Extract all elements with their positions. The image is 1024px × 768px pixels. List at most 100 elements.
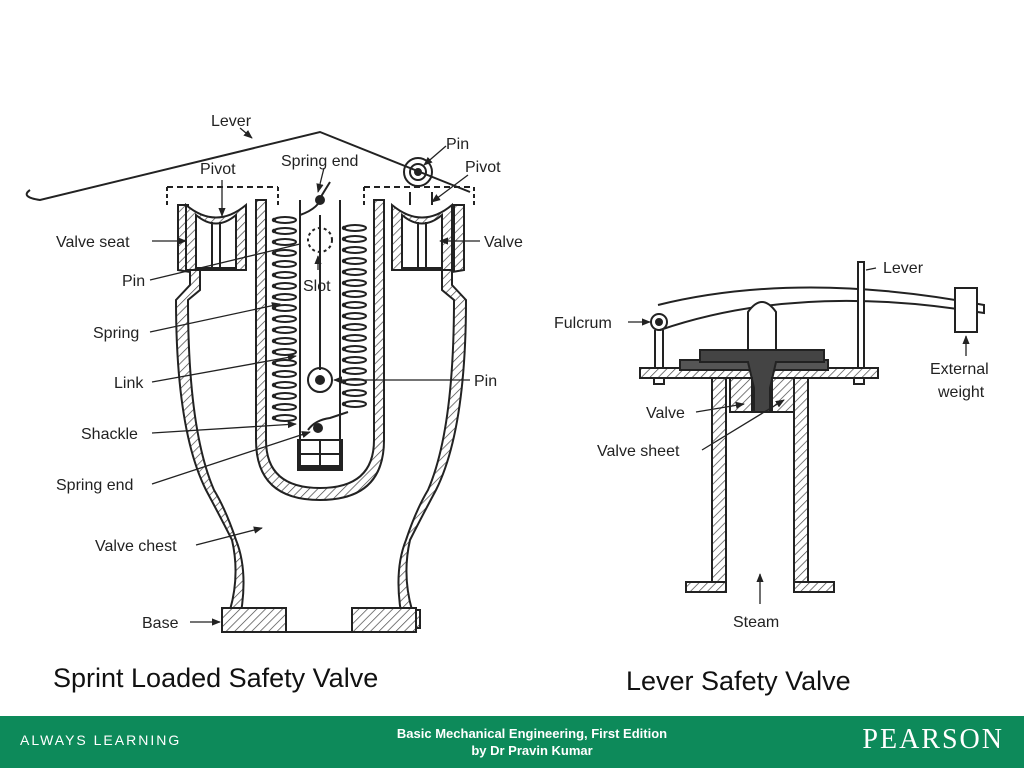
spring-coil — [343, 279, 367, 287]
spring-coil-end — [341, 258, 347, 264]
spring-coil — [343, 323, 367, 331]
label-valve: Valve — [484, 234, 523, 251]
label-pin-left: Pin — [122, 273, 145, 290]
label-external-weight-1: External — [930, 361, 989, 378]
footer-bar: ALWAYS LEARNING Basic Mechanical Enginee… — [0, 716, 1024, 768]
spring-coil-end — [341, 313, 347, 319]
label-spring-end-bottom: Spring end — [56, 477, 133, 494]
spring-coil — [343, 345, 367, 353]
spring-coil — [273, 238, 297, 246]
spring-coil-end — [271, 228, 277, 234]
spring-coil-end — [271, 261, 277, 267]
spring-valve-leaders — [149, 127, 480, 626]
spring-coil-end — [341, 269, 347, 275]
spring-coil — [273, 249, 297, 257]
spring-coil-end — [341, 280, 347, 286]
spring-coil — [273, 260, 297, 268]
label-shackle: Shackle — [81, 426, 138, 443]
spring-coil-end — [271, 250, 277, 256]
spring-coil — [273, 304, 297, 312]
spring-coil — [273, 293, 297, 301]
spring-valve-labels: Lever Pivot Spring end Pin Pivot Valve s… — [56, 113, 523, 632]
spring-coil — [273, 392, 297, 400]
label-steam: Steam — [733, 614, 779, 631]
spring-coil — [343, 389, 367, 397]
label-lever: Lever — [211, 113, 252, 130]
label-pin-top: Pin — [446, 136, 469, 153]
spring-coil-end — [341, 291, 347, 297]
spring-coil-end — [271, 239, 277, 245]
spring-coil — [273, 348, 297, 356]
spring-coil-end — [341, 368, 347, 374]
pearson-logo: PEARSON — [862, 724, 1004, 755]
spring-coils-left — [271, 216, 297, 422]
spring-coil-end — [271, 382, 277, 388]
spring-coil-end — [341, 247, 347, 253]
spring-coil-end — [341, 390, 347, 396]
spring-coil-end — [341, 236, 347, 242]
spring-coil-end — [341, 225, 347, 231]
label-pivot-left: Pivot — [200, 161, 236, 178]
spring-coil — [343, 356, 367, 364]
spring-coil — [343, 367, 367, 375]
spring-coil-end — [341, 302, 347, 308]
spring-loaded-valve-drawing — [25, 130, 475, 633]
spring-coil-end — [271, 294, 277, 300]
spring-coil — [273, 216, 297, 224]
spring-coil-end — [341, 324, 347, 330]
footer-tagline: ALWAYS LEARNING — [20, 732, 182, 748]
spring-coil — [273, 282, 297, 290]
spring-coil — [273, 370, 297, 378]
spring-coil — [273, 271, 297, 279]
spring-coil — [343, 235, 367, 243]
spring-coil-end — [341, 335, 347, 341]
spring-coil — [273, 315, 297, 323]
spring-coil-end — [271, 272, 277, 278]
spring-coil — [273, 403, 297, 411]
spring-coil-end — [271, 327, 277, 333]
label-lever-right: Lever — [883, 260, 924, 277]
label-base: Base — [142, 615, 179, 632]
spring-coil-end — [271, 360, 277, 366]
spring-coil-end — [341, 357, 347, 363]
spring-coil-end — [271, 217, 277, 223]
label-spring-end-top: Spring end — [281, 153, 358, 170]
spring-coil — [343, 301, 367, 309]
footer-title-line1: Basic Mechanical Engineering, First Edit… — [396, 726, 668, 741]
safety-valves-diagram: Lever Pivot Spring end Pin Pivot Valve s… — [25, 113, 989, 633]
label-slot: Slot — [303, 278, 331, 295]
spring-coil-end — [271, 316, 277, 322]
spring-coil — [343, 400, 367, 408]
spring-coil — [343, 224, 367, 232]
spring-coil — [343, 312, 367, 320]
spring-coil-end — [271, 393, 277, 399]
spring-coils-right — [341, 224, 367, 408]
label-pivot-right: Pivot — [465, 159, 501, 176]
label-pin-mid: Pin — [474, 373, 497, 390]
spring-coil-end — [271, 338, 277, 344]
lever-valve-leaders — [628, 267, 970, 604]
spring-coil-end — [271, 371, 277, 377]
spring-coil-end — [271, 404, 277, 410]
spring-coil — [343, 334, 367, 342]
spring-coil — [273, 381, 297, 389]
spring-coil — [273, 326, 297, 334]
label-spring: Spring — [93, 325, 139, 342]
spring-coil-end — [341, 379, 347, 385]
spring-coil — [343, 257, 367, 265]
spring-coil — [273, 337, 297, 345]
spring-coil — [343, 246, 367, 254]
footer-title-line2: by Dr Pravin Kumar — [471, 743, 593, 758]
label-valve-seat: Valve seat — [56, 234, 130, 251]
spring-coil-end — [271, 415, 277, 421]
spring-coil — [273, 359, 297, 367]
label-valve-sheet: Valve sheet — [597, 443, 680, 460]
label-external-weight-2: weight — [937, 384, 985, 401]
lever-valve-drawing — [639, 261, 985, 593]
label-valve-chest: Valve chest — [95, 538, 177, 555]
spring-coil-end — [271, 305, 277, 311]
spring-coil-end — [341, 401, 347, 407]
label-link: Link — [114, 375, 144, 392]
spring-coil-end — [271, 283, 277, 289]
caption-spring-loaded-valve: Sprint Loaded Safety Valve — [53, 663, 379, 693]
